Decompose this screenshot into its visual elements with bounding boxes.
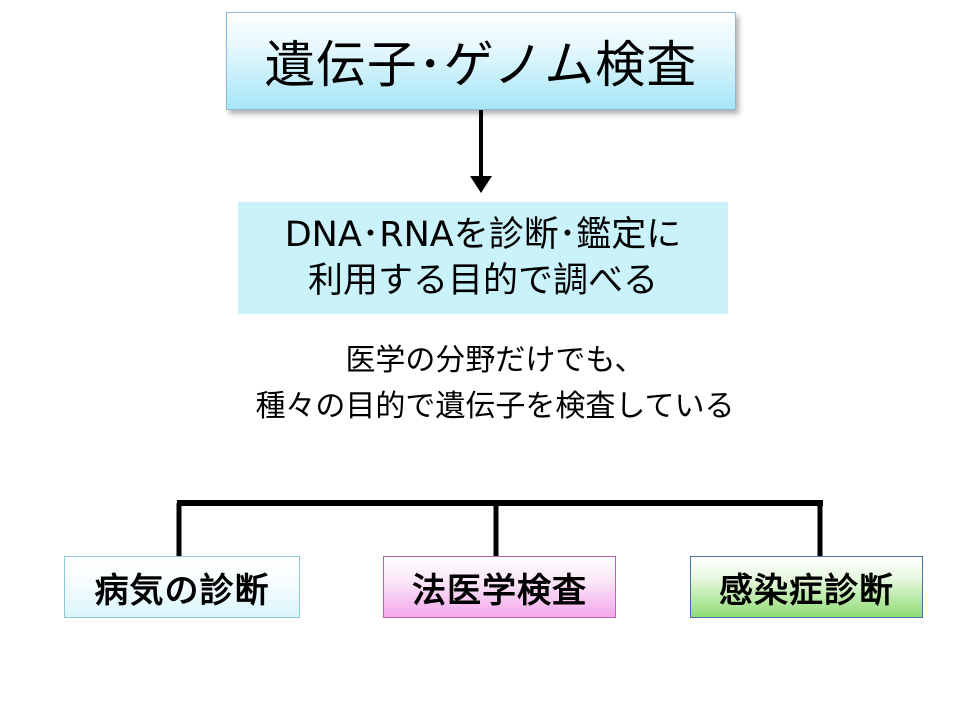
note-line-1: 医学の分野だけでも、 (345, 343, 645, 378)
purpose-line-1: DNA･RNAを診断･鑑定に (284, 215, 682, 255)
category-box-forensic-testing: 法医学検査 (383, 556, 616, 618)
title-box: 遺伝子･ゲノム検査 (226, 12, 736, 110)
purpose-box: DNA･RNAを診断･鑑定に 利用する目的で調べる (238, 202, 728, 314)
note-line-2: 種々の目的で遺伝子を検査している (255, 389, 735, 424)
category-label-forensic-testing: 法医学検査 (412, 570, 587, 611)
category-box-disease-diagnosis: 病気の診断 (64, 556, 300, 618)
category-label-infection-diagnosis: 感染症診断 (719, 570, 894, 611)
down-arrow-head (470, 176, 492, 193)
category-box-infection-diagnosis: 感染症診断 (690, 556, 923, 618)
note-text: 医学の分野だけでも、 種々の目的で遺伝子を検査している (160, 338, 830, 430)
category-label-disease-diagnosis: 病気の診断 (94, 570, 270, 611)
purpose-line-2: 利用する目的で調べる (307, 261, 658, 301)
page-title: 遺伝子･ゲノム検査 (264, 36, 698, 94)
